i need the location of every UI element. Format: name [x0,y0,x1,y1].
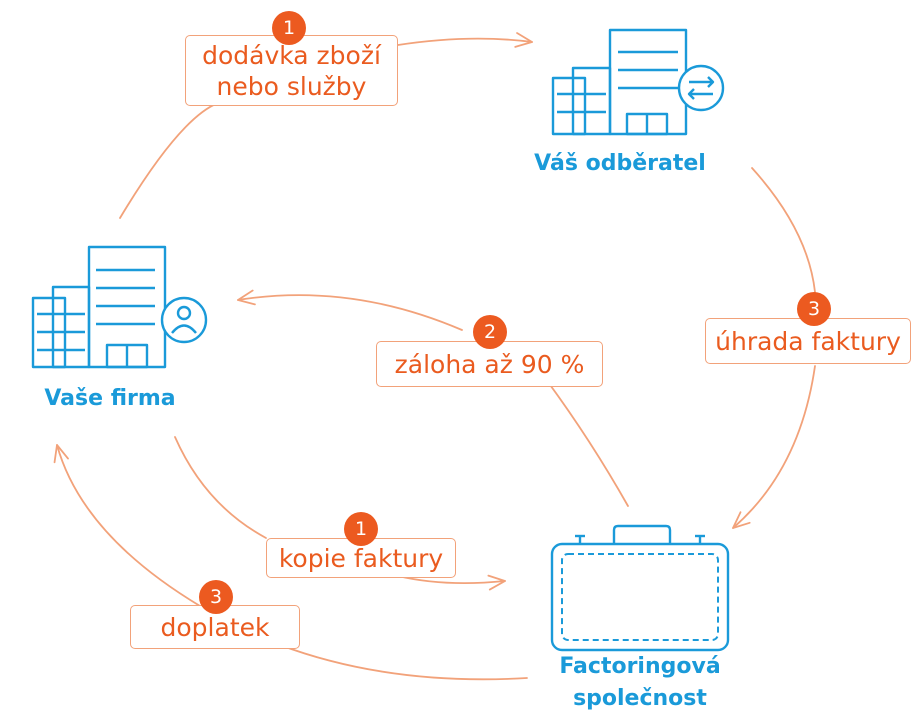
entity-factoring-line1: Factoringová [559,654,721,679]
label-delivery: dodávka zboží nebo služby [185,35,398,106]
label-surcharge-text: doplatek [160,612,270,642]
entity-factoring: Factoringová společnost [540,651,740,715]
briefcase-icon [550,524,730,652]
building-exchange-icon [551,28,725,136]
arrow-copy-right [397,574,506,591]
label-advance-text: záloha až 90 % [394,349,585,379]
badge-advance: 2 [473,315,507,349]
badge-invoice-copy: 1 [344,512,378,546]
label-delivery-line2: nebo služby [216,71,367,101]
entity-your-firm-label: Vaše firma [44,386,176,411]
label-invoice-copy: kopie faktury [266,538,456,578]
entity-customer: Váš odběratel [520,148,720,180]
arrow-surcharge-top [53,444,201,607]
label-delivery-line1: dodávka zboží [202,40,381,70]
entity-customer-label: Váš odběratel [534,151,706,176]
label-invoice-payment-text: úhrada faktury [715,326,901,356]
label-invoice-copy-text: kopie faktury [278,543,444,573]
arrow-surcharge-bottom [279,644,528,681]
arrow-payment-top [751,167,816,293]
entity-factoring-line2: společnost [573,686,707,711]
arrow-copy-left [174,436,267,539]
label-surcharge: doplatek [130,605,300,649]
arrow-advance-top [237,289,463,331]
building-user-icon [31,245,208,369]
badge-delivery: 1 [272,11,306,45]
badge-invoice-payment: 3 [797,292,831,326]
badge-surcharge: 3 [199,580,233,614]
arrow-payment-bottom [732,365,816,529]
arrow-delivery-head [397,32,533,48]
entity-your-firm: Vaše firma [20,383,200,415]
arrow-delivery [119,102,219,219]
